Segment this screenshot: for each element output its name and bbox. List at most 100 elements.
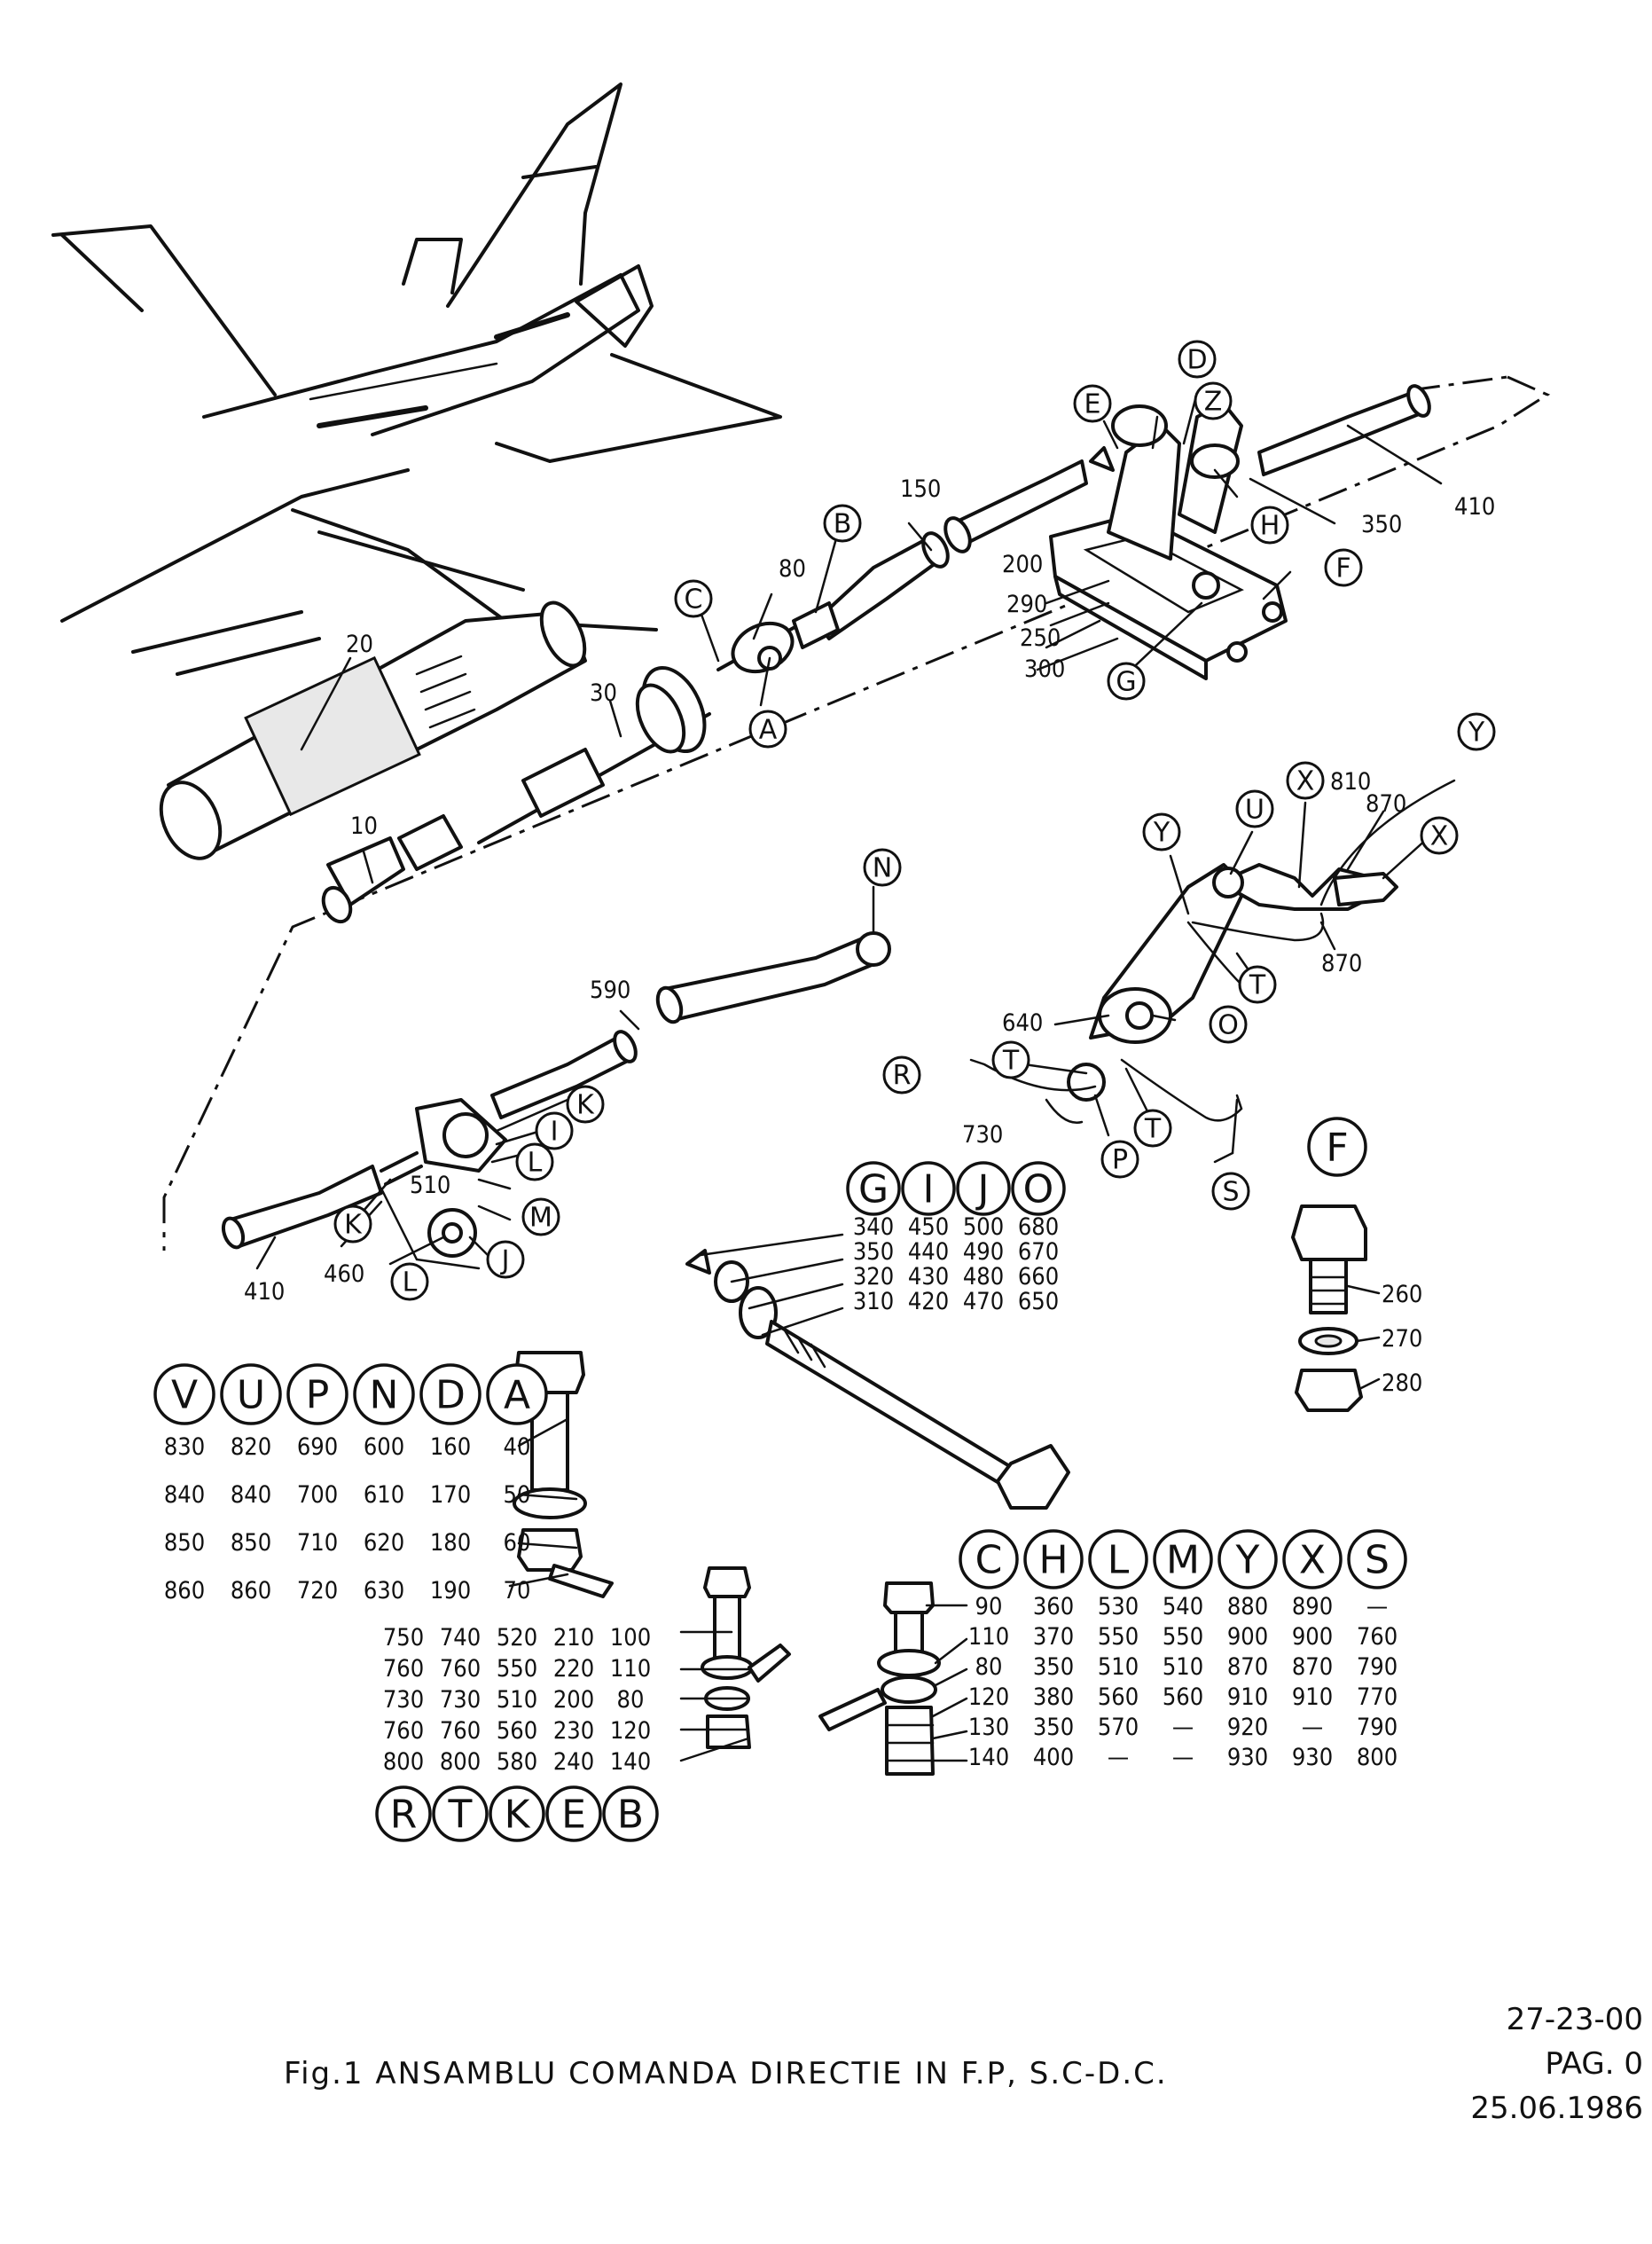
table-rtkeb-letter-e: E — [545, 1785, 602, 1842]
doc-code: 27-23-00 — [1506, 2002, 1643, 2037]
table-chlmyxs-cell: 370 — [1033, 1623, 1074, 1651]
hardware-bolt-b — [701, 1566, 791, 1749]
svg-text:Z: Z — [1204, 387, 1223, 418]
table-chlmyxs-cell: 380 — [1033, 1683, 1074, 1711]
callout-letter-a: A — [748, 710, 787, 749]
table-chlmyxs-cell: 120 — [968, 1683, 1009, 1711]
svg-text:S: S — [1365, 1538, 1390, 1583]
doc-date: 25.06.1986 — [1470, 2091, 1643, 2126]
table-vupnda-cell: 50 — [504, 1481, 531, 1509]
table-rtkeb-cell: 760 — [383, 1717, 424, 1745]
callout-410-bottom: 410 — [244, 1278, 285, 1306]
table-chlmyxs-cell: — — [1302, 1714, 1323, 1741]
table-f-item: 260 — [1382, 1281, 1422, 1308]
callout-letter-s: S — [1211, 1172, 1250, 1211]
table-gijo-cell: 420 — [908, 1288, 949, 1315]
svg-text:J: J — [975, 1167, 990, 1212]
table-chlmyxs-letter-y: Y — [1217, 1529, 1278, 1589]
table-chlmyxs-cell: 550 — [1098, 1623, 1139, 1651]
table-vupnda-cell: 860 — [164, 1577, 205, 1605]
table-chlmyxs-cell: 530 — [1098, 1593, 1139, 1620]
table-chlmyxs-letter-x: X — [1282, 1529, 1343, 1589]
callout-letter-t-lower: T — [1133, 1109, 1172, 1148]
callout-letter-k-upper: K — [566, 1085, 605, 1124]
table-rtkeb-letter-b: B — [602, 1785, 659, 1842]
table-chlmyxs-cell: 360 — [1033, 1593, 1074, 1620]
table-vupnda-cell: 170 — [430, 1481, 471, 1509]
table-rtkeb-cell: 580 — [497, 1748, 537, 1776]
callout-870-top: 870 — [1366, 790, 1406, 818]
table-vupnda-cell: 690 — [297, 1433, 338, 1461]
table-chlmyxs-cell: 800 — [1357, 1744, 1398, 1771]
callout-letter-n: N — [863, 848, 902, 887]
table-chlmyxs-letter-m: M — [1153, 1529, 1213, 1589]
svg-text:O: O — [1023, 1167, 1054, 1212]
table-vupnda-cell: 850 — [164, 1529, 205, 1557]
table-rtkeb-cell: 800 — [440, 1748, 481, 1776]
table-gijo-cell: 320 — [853, 1263, 894, 1291]
table-chlmyxs-cell: 400 — [1033, 1744, 1074, 1771]
callout-640: 640 — [1002, 1009, 1043, 1037]
table-rtkeb-cell: 120 — [610, 1717, 651, 1745]
table-gijo-cell: 480 — [963, 1263, 1004, 1291]
table-f-item: 280 — [1382, 1369, 1422, 1397]
table-vupnda-cell: 720 — [297, 1577, 338, 1605]
svg-text:X: X — [1299, 1538, 1326, 1583]
table-gijo-cell: 440 — [908, 1238, 949, 1266]
table-vupnda-letter-p: P — [286, 1363, 348, 1425]
svg-text:R: R — [390, 1793, 418, 1838]
table-rtkeb-cell: 750 — [383, 1624, 424, 1652]
table-vupnda-cell: 160 — [430, 1433, 471, 1461]
letter-callouts: C B A E D Z H F G N Y U X Y X T O R T T … — [333, 340, 1496, 1301]
table-rtkeb-cell: 110 — [610, 1655, 651, 1683]
callout-letter-i: I — [535, 1111, 574, 1150]
table-gijo-cell: 670 — [1018, 1238, 1059, 1266]
callout-letter-d: D — [1178, 340, 1217, 379]
callout-letter-g: G — [1107, 662, 1146, 701]
doc-page: PAG. 0 — [1545, 2046, 1643, 2082]
table-chlmyxs-cell: 930 — [1292, 1744, 1333, 1771]
table-chlmyxs-cell: — — [1172, 1744, 1194, 1771]
table-rtkeb-cell: 140 — [610, 1748, 651, 1776]
table-rtkeb-cell: 230 — [553, 1717, 594, 1745]
svg-text:K: K — [576, 1090, 595, 1121]
table-gijo-cell: 680 — [1018, 1213, 1059, 1241]
svg-text:M: M — [529, 1203, 552, 1234]
svg-text:N: N — [370, 1373, 399, 1418]
table-vupnda-cell: 830 — [164, 1433, 205, 1461]
callout-250: 250 — [1020, 624, 1061, 652]
table-chlmyxs-cell: — — [1366, 1593, 1388, 1620]
callout-letter-h: H — [1250, 506, 1289, 545]
table-gijo-cell: 470 — [963, 1288, 1004, 1315]
callout-20: 20 — [346, 631, 373, 658]
table-vupnda-letter-d: D — [419, 1363, 482, 1425]
table-chlmyxs-cell: 560 — [1163, 1683, 1203, 1711]
callout-letter-y-right: Y — [1457, 712, 1496, 751]
table-chlmyxs-cell: 920 — [1227, 1714, 1268, 1741]
table-gijo-cell: 650 — [1018, 1288, 1059, 1315]
table-rtkeb-cell: 560 — [497, 1717, 537, 1745]
svg-text:T: T — [1249, 970, 1266, 1001]
callout-150: 150 — [900, 475, 941, 503]
lower-bellcrank-assembly — [969, 779, 1456, 1155]
document-reference: 27-23-00 PAG. 0 25.06.1986 — [1470, 1997, 1643, 2130]
table-gijo-cell: 450 — [908, 1213, 949, 1241]
callout-letter-o: O — [1209, 1005, 1248, 1044]
svg-text:F: F — [1335, 553, 1351, 585]
svg-text:P: P — [306, 1373, 330, 1418]
svg-text:O: O — [1217, 1010, 1239, 1041]
svg-text:G: G — [1116, 667, 1136, 698]
table-vupnda-cell: 860 — [231, 1577, 271, 1605]
